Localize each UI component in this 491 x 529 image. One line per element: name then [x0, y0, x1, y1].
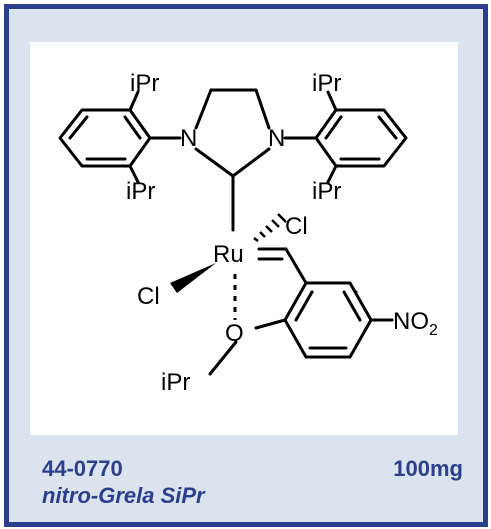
benzylidene-inner-bond-4	[294, 290, 314, 322]
no2-label: NO2	[393, 308, 438, 339]
benzylidene-inner-bond-5	[342, 290, 362, 322]
ipr-label-right-bottom: iPr	[312, 178, 341, 205]
structure-panel: iPr iPr N N iPr iPr Cl Ru Cl O NO2 iPr	[30, 42, 458, 435]
left-ring-inner-bond-3	[123, 115, 142, 140]
imid-bond-c5-n3	[254, 88, 271, 130]
left-ipr-bottom-bond	[128, 164, 140, 184]
left-ring-inner-bond-1	[68, 115, 89, 140]
o-label: O	[225, 320, 244, 347]
imid-bond-n1-c2	[194, 147, 235, 178]
ipr-label-left-bottom: iPr	[126, 178, 155, 205]
ipr-label-oxygen: iPr	[161, 369, 190, 396]
chemical-structure: iPr iPr N N iPr iPr Cl Ru Cl O NO2 iPr	[58, 70, 438, 396]
ring-to-oxygen-bond	[254, 318, 287, 330]
right-ipr-bottom-bond	[326, 164, 338, 184]
ru-label: Ru	[213, 241, 244, 268]
product-name: nitro-Grela SiPr	[42, 483, 205, 508]
imid-bond-n1-c4	[194, 88, 213, 130]
n-label-left: N	[180, 125, 197, 152]
right-ipr-top-bond	[326, 90, 338, 112]
right-ring-inner-bond-3	[377, 115, 398, 140]
alkylidene-to-ring-bond	[284, 247, 308, 285]
n-label-right: N	[268, 125, 285, 152]
catalog-number: 44-0770	[42, 456, 123, 481]
right-ring-inner-bond-1	[324, 115, 343, 140]
ru-cl-hashed-wedge	[253, 213, 287, 242]
imid-bond-c2-n3	[231, 147, 271, 178]
ru-cl-bold-wedge	[170, 263, 216, 293]
product-card: iPr iPr N N iPr iPr Cl Ru Cl O NO2 iPr 4…	[4, 4, 488, 527]
oxygen-to-ipr-bond	[208, 340, 238, 376]
cl-label-left: Cl	[137, 283, 160, 310]
product-amount: 100mg	[393, 456, 463, 481]
cl-label-top-right: Cl	[285, 213, 308, 240]
ipr-label-left-top: iPr	[130, 70, 159, 97]
benzylidene-ring	[283, 281, 373, 359]
ipr-label-right-top: iPr	[312, 70, 341, 97]
left-ipr-top-bond	[128, 90, 140, 112]
